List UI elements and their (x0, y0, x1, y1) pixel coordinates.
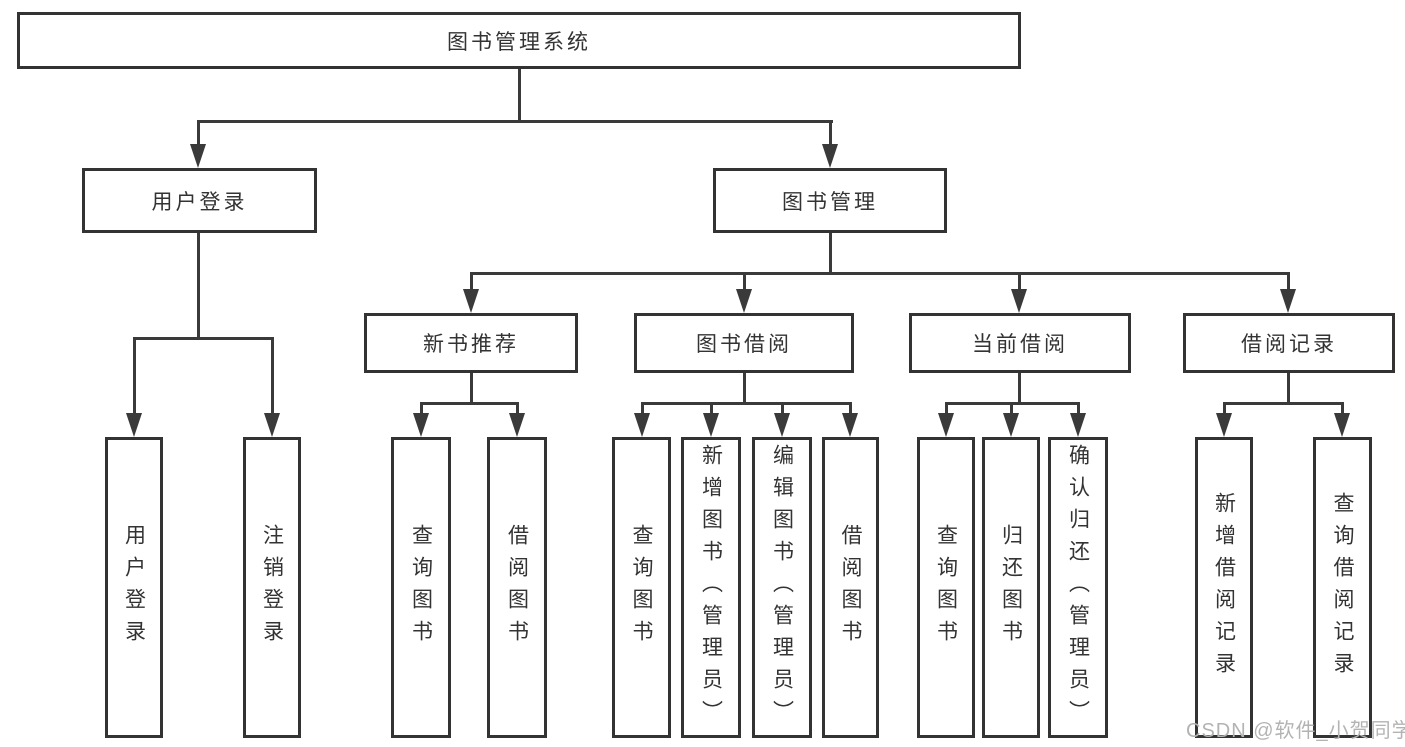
node-label: 查询图书 (409, 523, 433, 652)
arrow-down-icon (126, 413, 142, 437)
connector-line (133, 337, 136, 415)
connector-line (829, 233, 832, 275)
node-label: 用户登录 (122, 523, 146, 652)
leaf-add-books-admin: 新增图书（管理员） (681, 437, 741, 738)
arrow-down-icon (190, 144, 206, 168)
connector-line (197, 120, 833, 123)
leaf-recommend-query-books: 查询图书 (391, 437, 451, 738)
arrow-down-icon (736, 289, 752, 313)
connector-line (1341, 402, 1344, 415)
connector-line (1010, 402, 1013, 415)
connector-line (829, 120, 832, 146)
leaf-recommend-borrow-books: 借阅图书 (487, 437, 547, 738)
node-label: 新增图书（管理员） (699, 443, 723, 732)
connector-line (133, 337, 274, 340)
node-library-system: 图书管理系统 (17, 12, 1021, 69)
arrow-down-icon (1216, 413, 1232, 437)
connector-line (1287, 373, 1290, 405)
connector-line (470, 373, 473, 405)
node-label: 图书管理 (782, 190, 878, 214)
leaf-user-login: 用户登录 (105, 437, 163, 738)
connector-line (271, 337, 274, 415)
node-current-borrowing: 当前借阅 (909, 313, 1131, 373)
connector-line (1287, 272, 1290, 291)
connector-line (641, 402, 852, 405)
connector-line (1018, 373, 1021, 405)
leaf-confirm-return-admin: 确认归还（管理员） (1048, 437, 1108, 738)
arrow-down-icon (1280, 289, 1296, 313)
node-label: 借阅图书 (839, 523, 862, 652)
connector-line (1077, 402, 1080, 415)
arrow-down-icon (822, 144, 838, 168)
connector-line (743, 272, 746, 291)
arrow-down-icon (634, 413, 650, 437)
leaf-logout: 注销登录 (243, 437, 301, 738)
arrow-down-icon (463, 289, 479, 313)
node-book-borrowing: 图书借阅 (634, 313, 854, 373)
node-new-book-recommendation: 新书推荐 (364, 313, 578, 373)
node-label: 确认归还（管理员） (1066, 443, 1090, 732)
connector-line (516, 402, 519, 415)
node-book-management: 图书管理 (713, 168, 947, 233)
connector-line (710, 402, 713, 415)
watermark: CSDN @软件_小贺同学 (1186, 720, 1405, 742)
node-label: 借阅记录 (1241, 333, 1337, 356)
node-label: 图书管理系统 (447, 30, 591, 54)
connector-line (945, 402, 948, 415)
connector-line (197, 233, 200, 340)
connector-line (197, 120, 200, 146)
node-label: 图书借阅 (696, 333, 792, 356)
arrow-down-icon (413, 413, 429, 437)
node-label: 新书推荐 (423, 333, 519, 356)
connector-line (470, 272, 473, 291)
leaf-borrow-books: 借阅图书 (822, 437, 879, 738)
connector-line (641, 402, 644, 415)
connector-line (743, 373, 746, 405)
node-label: 编辑图书（管理员） (770, 443, 794, 732)
arrow-down-icon (1334, 413, 1350, 437)
arrow-down-icon (1003, 413, 1019, 437)
arrow-down-icon (509, 413, 525, 437)
arrow-down-icon (264, 413, 280, 437)
connector-line (420, 402, 423, 415)
connector-line (518, 69, 521, 123)
node-label: 归还图书 (999, 523, 1023, 652)
arrow-down-icon (938, 413, 954, 437)
connector-line (849, 402, 852, 415)
node-label: 当前借阅 (972, 333, 1068, 356)
node-user-login: 用户登录 (82, 168, 317, 233)
arrow-down-icon (842, 413, 858, 437)
leaf-edit-books-admin: 编辑图书（管理员） (752, 437, 812, 738)
connector-line (781, 402, 784, 415)
arrow-down-icon (703, 413, 719, 437)
leaf-query-borrow-record: 查询借阅记录 (1313, 437, 1372, 738)
node-label: 注销登录 (260, 523, 284, 652)
arrow-down-icon (1070, 413, 1086, 437)
leaf-borrow-query-books: 查询图书 (612, 437, 671, 738)
node-borrowing-records: 借阅记录 (1183, 313, 1395, 373)
node-label: 用户登录 (151, 190, 248, 214)
connector-line (1223, 402, 1226, 415)
node-label: 查询图书 (630, 523, 653, 652)
node-label: 查询借阅记录 (1331, 491, 1354, 684)
arrow-down-icon (1011, 289, 1027, 313)
connector-line (1223, 402, 1344, 405)
connector-line (1018, 272, 1021, 291)
connector-line (420, 402, 519, 405)
leaf-return-books: 归还图书 (982, 437, 1040, 738)
leaf-current-query-books: 查询图书 (917, 437, 975, 738)
arrow-down-icon (774, 413, 790, 437)
node-label: 查询图书 (934, 523, 958, 652)
node-label: 借阅图书 (505, 523, 529, 652)
leaf-add-borrow-record: 新增借阅记录 (1195, 437, 1253, 738)
node-label: 新增借阅记录 (1212, 491, 1236, 684)
connector-line (470, 272, 1290, 275)
